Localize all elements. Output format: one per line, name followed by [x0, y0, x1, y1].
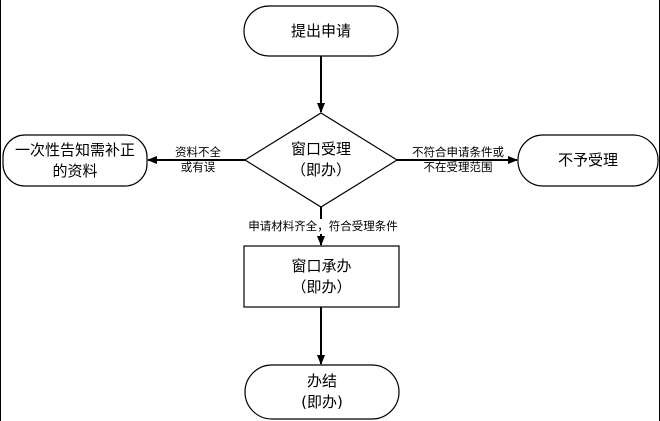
left-edge-label-line1: 资料不全 — [175, 145, 221, 159]
down-edge-label: 申请材料齐全，符合受理条件 — [228, 219, 418, 234]
left-node: 一次性告知需补正 的资料 — [3, 135, 147, 186]
left-edge-label: 资料不全 或有误 — [158, 145, 238, 175]
down-edge-label-text: 申请材料齐全，符合受理条件 — [248, 219, 398, 233]
end-node: 办结 (即办) — [245, 365, 399, 419]
left-edge-label-line2: 或有误 — [180, 160, 216, 174]
process-node-label: 窗口承办 — [291, 256, 352, 275]
right-terminator-shape — [517, 134, 659, 187]
decision-node-label: 窗口受理 — [290, 140, 351, 158]
left-node-label: 一次性告知需补正 — [14, 140, 135, 159]
right-edge-label-line2: 不在受理范围 — [423, 160, 493, 174]
right-edge-label-line1: 不符合申请条件或 — [412, 145, 504, 159]
decision-node: 窗口受理 （即办） — [255, 130, 387, 190]
process-rect-shape — [243, 245, 400, 308]
start-node: 提出申请 — [244, 6, 398, 56]
left-node-label-line2: 的资料 — [52, 161, 98, 180]
start-node-label: 提出申请 — [290, 21, 351, 40]
decision-node-sublabel: （即办） — [290, 161, 351, 179]
process-node: 窗口承办 （即办） — [244, 246, 399, 307]
process-node-sublabel: （即办） — [291, 277, 352, 296]
end-node-label: 办结 — [306, 372, 337, 390]
end-node-sublabel: (即办) — [301, 393, 343, 411]
right-node: 不予受理 — [518, 135, 658, 186]
end-terminator-shape — [244, 364, 400, 420]
right-node-label: 不予受理 — [557, 151, 618, 169]
right-edge-label: 不符合申请条件或 不在受理范围 — [402, 145, 514, 175]
